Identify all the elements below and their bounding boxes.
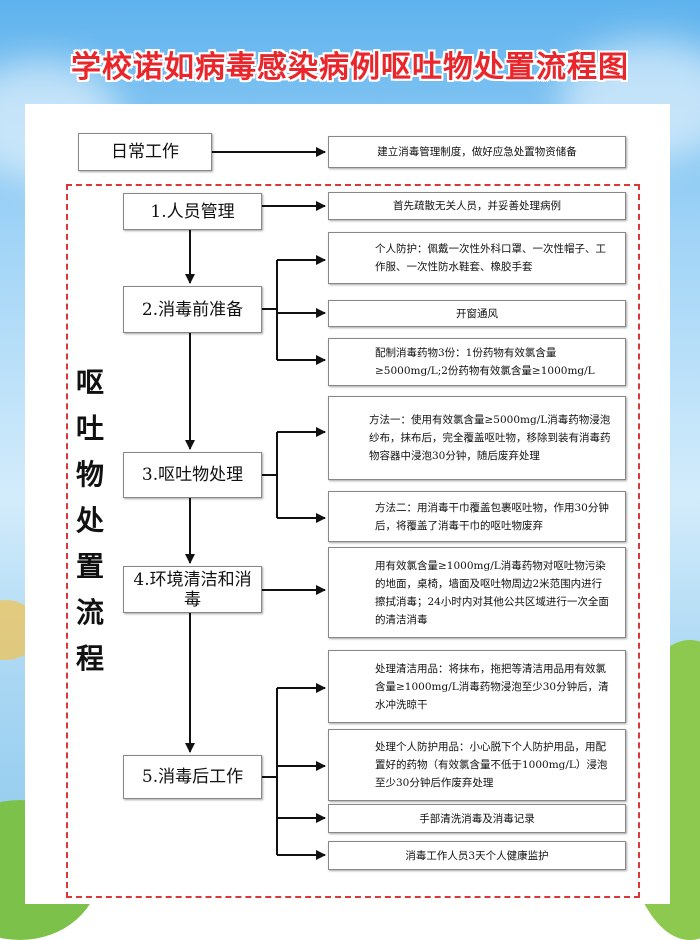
desc-method-two: 方法二：用消毒干巾覆盖包裹呕吐物，作用30分钟后，将覆盖了消毒干巾的呕吐物废弃 (328, 491, 626, 542)
flow-label-char: 吐 (75, 412, 104, 445)
flow-dashed-frame (66, 184, 640, 898)
desc-cleaning-supplies: 处理清洁用品：将抹布，拖把等清洁用品用有效氯含量≥1000mg/L消毒药物浸泡至… (328, 650, 626, 723)
flow-label-char: 流 (75, 596, 104, 629)
desc-method-one: 方法一：使用有效氯含量≥5000mg/L消毒药物浸泡纱布，抹布后，完全覆盖呕吐物… (328, 396, 626, 480)
desc-surface-disinfection: 用有效氯含量≥1000mg/L消毒药物对呕吐物污染的地面，桌椅，墙面及呕吐物周边… (328, 547, 626, 638)
desc-ventilation: 开窗通风 (328, 300, 626, 327)
flow-label-char: 置 (75, 550, 104, 583)
routine-work-desc: 建立消毒管理制度，做好应急处置物资储备 (328, 136, 626, 168)
flow-connectors (185, 147, 326, 860)
desc-protective-gear: 处理个人防护用品：小心脱下个人防护用品，用配置好的药物（有效氯含量不低于1000… (328, 729, 626, 801)
desc-prepare-disinfectant: 配制消毒药物3份：1份药物有效氯含量≥5000mg/L;2份药物有效氯含量≥10… (328, 338, 626, 386)
step-post-disinfection: 5.消毒后工作 (123, 755, 262, 799)
routine-work-box: 日常工作 (78, 133, 212, 171)
flow-vertical-label: 呕 吐 物 处 置 流 程 (72, 360, 108, 682)
flow-label-char: 物 (75, 458, 104, 491)
step-vomit-handling: 3.呕吐物处理 (123, 452, 262, 498)
step-environment-cleaning: 4.环境清洁和消毒 (123, 566, 262, 613)
step-pre-disinfection-prep: 2.消毒前准备 (123, 286, 262, 333)
step-personnel-management: 1.人员管理 (123, 193, 262, 230)
desc-health-monitoring: 消毒工作人员3天个人健康监护 (328, 841, 626, 870)
desc-hand-washing: 手部清洗消毒及消毒记录 (328, 804, 626, 833)
desc-personal-protection: 个人防护：佩戴一次性外科口罩、一次性帽子、工作服、一次性防水鞋套、橡胶手套 (328, 232, 626, 284)
page-title: 学校诺如病毒感染病例呕吐物处置流程图 (71, 50, 629, 85)
flow-label-char: 处 (75, 504, 104, 537)
flow-label-char: 呕 (75, 366, 104, 399)
desc-evacuate: 首先疏散无关人员，并妥善处理病例 (328, 192, 626, 220)
flow-label-char: 程 (75, 642, 104, 675)
